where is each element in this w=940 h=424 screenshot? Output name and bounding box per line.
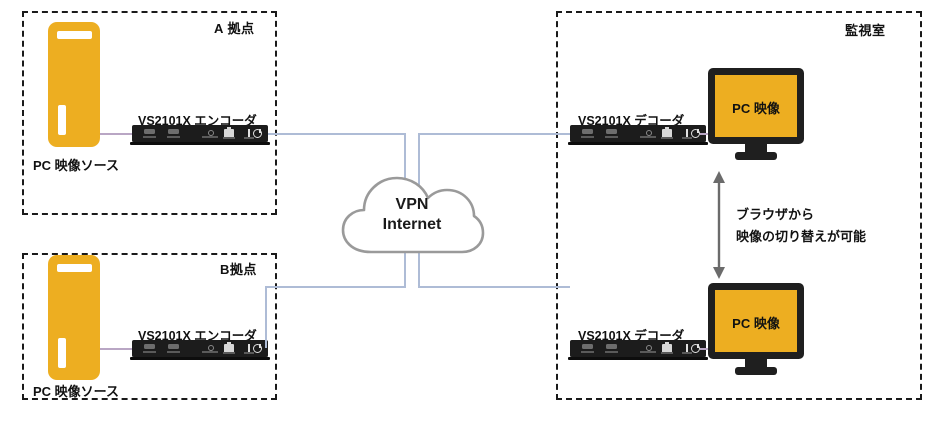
device-decoder-top-base	[568, 142, 708, 145]
net-line-b-riser	[265, 286, 267, 348]
double-arrow-shape	[713, 171, 725, 279]
port-lan-icon	[224, 127, 234, 138]
region-control-room	[556, 11, 922, 400]
port-hdmi-out-icon	[582, 129, 593, 134]
pc-tower-icon-site-a	[48, 22, 100, 147]
port-hdmi-in-icon	[168, 344, 179, 349]
port-hdmi-in-icon	[606, 344, 617, 349]
port-power-label	[244, 352, 254, 354]
device-encoder-site-b-base	[130, 357, 270, 360]
pc-tower-slot-top	[57, 264, 92, 272]
cloud-shape	[341, 176, 485, 254]
port-lan-label	[223, 352, 235, 354]
port-audio-out-label	[640, 136, 656, 138]
device-decoder-top	[570, 125, 706, 142]
port-power-switch-icon	[686, 129, 688, 137]
pc-source-label-site-a: PC 映像ソース	[33, 158, 120, 173]
port-audio-out-icon	[208, 345, 214, 351]
monitor-icon-bottom: PC 映像	[708, 283, 804, 359]
port-power-label	[682, 137, 692, 139]
port-power-switch-icon	[248, 129, 250, 137]
device-encoder-site-a-base	[130, 142, 270, 145]
port-hdmi-out-label	[143, 136, 156, 138]
region-site-b	[22, 253, 277, 400]
port-hdmi-out-label	[581, 351, 594, 353]
pc-source-label-site-b: PC 映像ソース	[33, 384, 120, 399]
port-audio-out-label	[202, 136, 218, 138]
port-lan-label	[661, 137, 673, 139]
monitor-screen-bottom: PC 映像	[715, 290, 797, 352]
cloud-label-internet: Internet	[382, 216, 442, 233]
region-control-room-label: 監視室	[845, 23, 886, 38]
port-hdmi-in-label	[167, 136, 180, 138]
port-audio-out-label	[640, 351, 656, 353]
pc-tower-icon-site-b	[48, 255, 100, 380]
monitor-foot-top	[735, 152, 777, 160]
port-power-label	[682, 352, 692, 354]
port-lan-icon	[662, 342, 672, 353]
port-hdmi-out-icon	[144, 129, 155, 134]
region-site-b-label: B拠点	[220, 262, 257, 277]
net-line-to-top-decoder	[418, 133, 570, 135]
port-dc-jack-icon	[253, 344, 262, 353]
port-hdmi-in-label	[167, 351, 180, 353]
device-label-encoder-site-b: VS2101X エンコーダ	[138, 329, 257, 343]
monitor-label-bottom: PC 映像	[732, 316, 780, 331]
device-decoder-bottom	[570, 340, 706, 357]
port-audio-out-icon	[646, 345, 652, 351]
annotation-line-2: 映像の切り替えが可能	[736, 229, 867, 244]
port-hdmi-in-icon	[606, 129, 617, 134]
port-power-switch-icon	[248, 344, 250, 352]
pc-tower-slot-bottom	[58, 105, 66, 135]
pc-tower-slot-top	[57, 31, 92, 39]
cloud-icon: VPN Internet	[337, 168, 487, 260]
monitor-screen-top: PC 映像	[715, 75, 797, 137]
net-line-b-horizontal	[265, 286, 406, 288]
device-label-decoder-bottom: VS2101X デコーダ	[578, 329, 685, 343]
double-arrow-vertical-icon	[708, 170, 730, 280]
port-dc-jack-icon	[253, 129, 262, 138]
port-hdmi-in-icon	[168, 129, 179, 134]
device-encoder-site-b	[132, 340, 268, 357]
port-audio-out-icon	[208, 130, 214, 136]
region-site-a-label: A 拠点	[214, 21, 255, 36]
port-power-switch-icon	[686, 344, 688, 352]
monitor-label-top: PC 映像	[732, 101, 780, 116]
link-pc-to-encoder-site-b	[100, 348, 132, 350]
device-label-encoder-site-a: VS2101X エンコーダ	[138, 114, 257, 128]
port-hdmi-out-icon	[582, 344, 593, 349]
net-line-to-bottom-decoder	[418, 286, 570, 288]
port-hdmi-out-label	[581, 136, 594, 138]
device-decoder-bottom-base	[568, 357, 708, 360]
net-line-a-horizontal	[268, 133, 406, 135]
annotation-line-1: ブラウザから	[736, 207, 815, 222]
port-audio-out-icon	[646, 130, 652, 136]
port-hdmi-in-label	[605, 136, 618, 138]
port-hdmi-out-label	[143, 351, 156, 353]
port-lan-label	[661, 352, 673, 354]
port-dc-jack-icon	[691, 129, 700, 138]
port-lan-label	[223, 137, 235, 139]
device-label-decoder-top: VS2101X デコーダ	[578, 114, 685, 128]
link-pc-to-encoder-site-a	[100, 133, 132, 135]
port-audio-out-label	[202, 351, 218, 353]
monitor-foot-bottom	[735, 367, 777, 375]
port-lan-icon	[662, 127, 672, 138]
monitor-icon-top: PC 映像	[708, 68, 804, 144]
port-lan-icon	[224, 342, 234, 353]
pc-tower-slot-bottom	[58, 338, 66, 368]
port-power-label	[244, 137, 254, 139]
region-site-a	[22, 11, 277, 215]
port-dc-jack-icon	[691, 344, 700, 353]
device-encoder-site-a	[132, 125, 268, 142]
port-hdmi-out-icon	[144, 344, 155, 349]
port-hdmi-in-label	[605, 351, 618, 353]
cloud-label-vpn: VPN	[395, 196, 429, 213]
